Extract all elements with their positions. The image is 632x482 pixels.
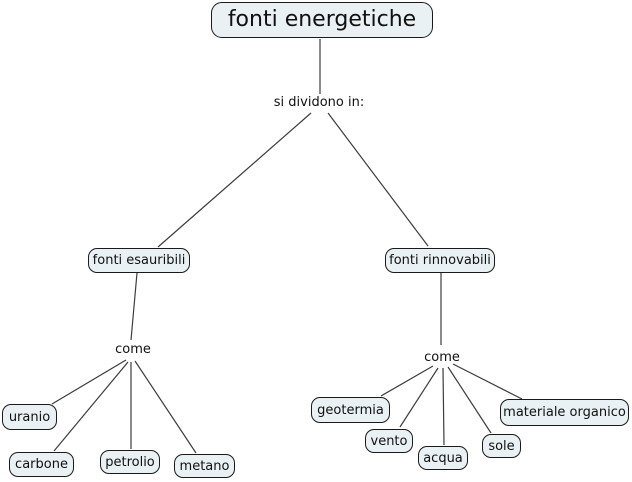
node-sole[interactable]: sole — [482, 434, 521, 458]
node-fonti-energetiche[interactable]: fonti energetiche — [211, 2, 433, 38]
linking-phrase-come-right[interactable]: come — [424, 350, 460, 365]
node-metano[interactable]: metano — [174, 454, 235, 478]
node-uranio[interactable]: uranio — [2, 404, 57, 430]
node-fonti-rinnovabili[interactable]: fonti rinnovabili — [385, 248, 495, 273]
node-geotermia[interactable]: geotermia — [311, 397, 390, 423]
linking-phrase-si-dividono-in[interactable]: si dividono in: — [273, 95, 365, 110]
node-vento[interactable]: vento — [365, 429, 413, 453]
node-acqua[interactable]: acqua — [418, 446, 468, 470]
node-petrolio[interactable]: petrolio — [100, 450, 160, 474]
node-fonti-esauribili[interactable]: fonti esauribili — [88, 248, 190, 273]
linking-phrase-come-left[interactable]: come — [115, 342, 151, 357]
node-materiale-organico[interactable]: materiale organico — [500, 399, 629, 426]
node-carbone[interactable]: carbone — [9, 452, 74, 477]
